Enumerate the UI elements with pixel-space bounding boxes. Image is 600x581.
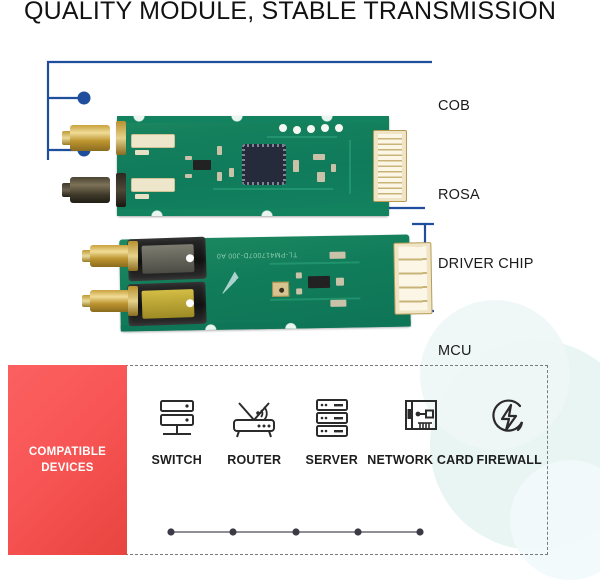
gold-edge-connector [373, 130, 407, 202]
smd-part [135, 194, 149, 199]
smd-part [217, 146, 222, 155]
gold-edge-connector [393, 242, 433, 315]
timeline-dot [354, 528, 362, 536]
optical-barrel-gold-upper [82, 241, 138, 271]
smd-part [193, 160, 211, 170]
optical-barrel-gold-lower [82, 286, 138, 316]
pcb-silkscreen-text: TL-PM417007D-J00 A0 [216, 250, 298, 259]
callout-label-cob: COB [438, 98, 471, 114]
connector-pins [398, 246, 428, 311]
solder-pad [131, 134, 175, 148]
smd-part [307, 275, 331, 289]
device-label: NETWORK CARD [367, 453, 474, 467]
pcb-trace [349, 140, 351, 194]
test-pad [279, 124, 287, 132]
smd-part [135, 150, 149, 155]
timeline-dot [416, 528, 424, 536]
timeline-dot [167, 528, 175, 536]
pcb-board-top [117, 116, 407, 216]
optical-connector-gold [62, 121, 126, 155]
driver-chip [242, 144, 286, 185]
pcb-trace [213, 188, 333, 190]
pcb-trace [267, 136, 337, 138]
chip-pads [242, 144, 286, 185]
tosa-housing [127, 236, 207, 282]
smd-part [229, 168, 234, 177]
compatible-devices-banner: COMPATIBLE DEVICES [8, 365, 127, 555]
smd-part [185, 156, 192, 160]
server-icon [310, 393, 354, 445]
firewall-icon [487, 393, 531, 445]
device-label: FIREWALL [476, 453, 542, 467]
test-pad [293, 126, 301, 134]
optical-connector-dark [62, 173, 126, 207]
gold-test-pad [271, 281, 290, 297]
timeline-dot [292, 528, 300, 536]
smd-part [331, 164, 336, 172]
smd-part [335, 277, 345, 286]
router-icon [228, 393, 280, 445]
smd-part [313, 154, 325, 160]
page-title: QUALITY MODULE, STABLE TRANSMISSION [24, 0, 557, 25]
smd-part [295, 272, 302, 279]
device-label: ROUTER [227, 453, 282, 467]
pcb-substrate [117, 116, 389, 216]
smd-part [330, 299, 347, 307]
test-pad [321, 124, 329, 132]
timeline-dot [229, 528, 237, 536]
callout-label-driver-chip: DRIVER CHIP [438, 256, 534, 272]
switch-icon [154, 393, 200, 445]
device-item-router[interactable]: ROUTER [216, 393, 294, 467]
device-label: SERVER [305, 453, 358, 467]
test-pad [307, 125, 315, 133]
module-diagram: TL-PM417007D-J00 A0 [0, 40, 600, 359]
device-timeline [167, 528, 424, 536]
device-item-server[interactable]: SERVER [293, 393, 371, 467]
smd-part [293, 160, 299, 172]
network-card-icon [399, 393, 443, 445]
smd-part [329, 251, 346, 259]
connector-pins [378, 134, 402, 198]
rosa-housing [127, 281, 207, 327]
solder-pad [131, 178, 175, 192]
callout-label-mcu: MCU [438, 343, 472, 359]
callout-label-rosa: ROSA [438, 187, 480, 203]
test-pad [335, 124, 343, 132]
smd-part [317, 172, 325, 182]
compatible-devices-banner-label: COMPATIBLE DEVICES [28, 446, 107, 474]
device-label: SWITCH [151, 453, 202, 467]
compatible-devices-section: COMPATIBLE DEVICES SWITCH [8, 365, 548, 555]
device-list: SWITCH [138, 393, 548, 467]
device-item-switch[interactable]: SWITCH [138, 393, 216, 467]
device-item-firewall[interactable]: FIREWALL [471, 393, 549, 467]
device-item-network-card[interactable]: NETWORK CARD [367, 393, 474, 467]
smd-part [296, 288, 303, 295]
smd-part [217, 172, 222, 181]
smd-part [185, 174, 192, 178]
